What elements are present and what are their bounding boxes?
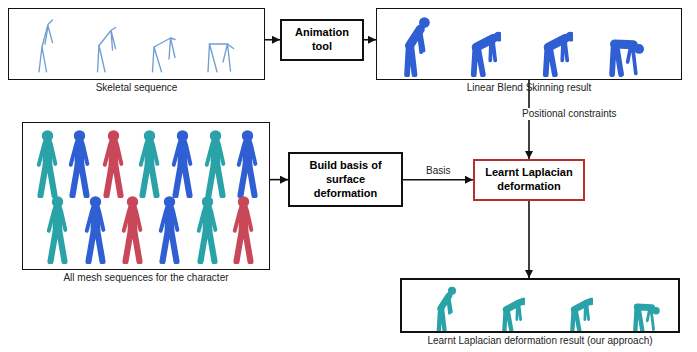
box-label: Learnt Laplacian deformation (481, 166, 577, 194)
result-panel: Learnt Laplacian deformation result (our… (400, 278, 680, 333)
box-label: Build basis of surface deformation (296, 159, 395, 200)
process-box: Learnt Laplacian deformation (473, 159, 585, 201)
mesh-panel: All mesh sequences for the character (22, 122, 270, 270)
process-box: Build basis of surface deformation (288, 152, 403, 207)
skinning-panel: Linear Blend Skinning result (376, 8, 682, 80)
flow-arrow (265, 39, 280, 41)
process-box: Animation tool (280, 19, 364, 61)
panel-caption: Linear Blend Skinning result (467, 82, 592, 93)
edge-label: Positional constraints (520, 108, 619, 120)
image-frame (22, 122, 270, 270)
image-frame (376, 8, 682, 80)
panel-caption: All mesh sequences for the character (63, 272, 228, 283)
skeleton-panel: Skeletal sequence (8, 8, 265, 80)
flow-arrow (403, 179, 473, 181)
image-frame (400, 278, 680, 333)
panel-caption: Learnt Laplacian deformation result (our… (427, 335, 652, 346)
skeleton-figures (39, 20, 234, 72)
panel-caption: Skeletal sequence (96, 82, 178, 93)
flow-arrow (364, 39, 376, 41)
flow-arrow (528, 201, 530, 279)
flow-arrow (270, 179, 288, 181)
lbs-figures (407, 17, 644, 74)
mesh-figures (39, 130, 256, 261)
edge-label: Basis (424, 165, 452, 177)
result-figures (439, 287, 660, 330)
image-frame (8, 8, 265, 80)
box-label: Animation tool (288, 26, 356, 54)
